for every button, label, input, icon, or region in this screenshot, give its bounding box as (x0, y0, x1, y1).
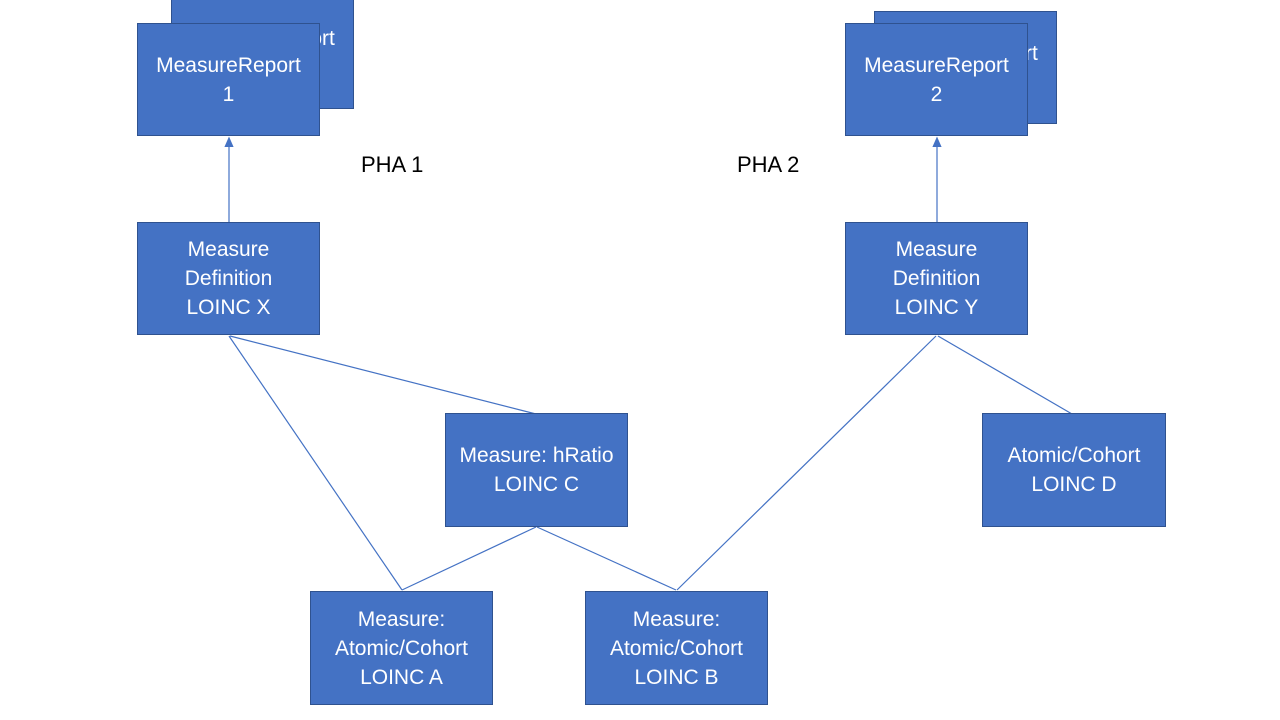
measure-report-2-box: MeasureReport 2 (845, 23, 1028, 136)
measure-atomic-cohort-loinc-a-box: Measure: Atomic/Cohort LOINC A (310, 591, 493, 705)
measure-atomic-cohort-loinc-b-box: Measure: Atomic/Cohort LOINC B (585, 591, 768, 705)
box-label-line: LOINC D (1031, 473, 1117, 496)
box-label-line: Definition (184, 267, 273, 290)
atomic-cohort-loinc-d-box: Atomic/Cohort LOINC D (982, 413, 1166, 527)
box-label-line: Measure: (632, 607, 721, 631)
connector-hratioc-atomicb (536, 526, 677, 591)
connector-hratioc-atomica (401, 526, 537, 591)
box-label-line: 2 (930, 82, 943, 106)
box-label-line: LOINC C (493, 473, 580, 496)
box-label-line: Atomic/Cohort (334, 636, 469, 660)
connector-defy-report2-arrowhead (932, 136, 942, 147)
box-label-line: Atomic/Cohort (1007, 444, 1141, 467)
connector-defx-hratioc (229, 335, 537, 415)
box-label-line: MeasureReport (156, 53, 301, 77)
pha-2-label: PHA 2 (737, 152, 800, 177)
box-label-line: Measure: hRatio (459, 444, 614, 467)
box-label-line: LOINC X (186, 296, 271, 319)
box-label-line: Measure: (357, 607, 446, 631)
measure-definition-loinc-y-box: Measure Definition LOINC Y (845, 222, 1028, 335)
connector-defy-atomicd (937, 335, 1073, 415)
box-label-line: Measure (187, 238, 270, 261)
box-label-line: 1 (222, 82, 235, 106)
measure-hratio-loinc-c-box: Measure: hRatio LOINC C (445, 413, 628, 527)
pha-1-label: PHA 1 (361, 152, 424, 177)
connector-defx-atomica (228, 335, 403, 591)
box-label-line: Measure (895, 238, 978, 261)
measure-report-1-box: MeasureReport 1 (137, 23, 320, 136)
box-label-line: Atomic/Cohort (609, 636, 744, 660)
box-label-line: LOINC B (634, 665, 719, 689)
connector-defx-report1-arrowhead (224, 136, 234, 147)
box-label-line: LOINC A (360, 665, 443, 689)
measure-definition-loinc-x-box: Measure Definition LOINC X (137, 222, 320, 335)
box-label-line: LOINC Y (894, 296, 979, 319)
connector-defy-atomicb (676, 335, 937, 591)
box-label-line: MeasureReport (864, 53, 1009, 77)
box-label-line: Definition (892, 267, 981, 290)
